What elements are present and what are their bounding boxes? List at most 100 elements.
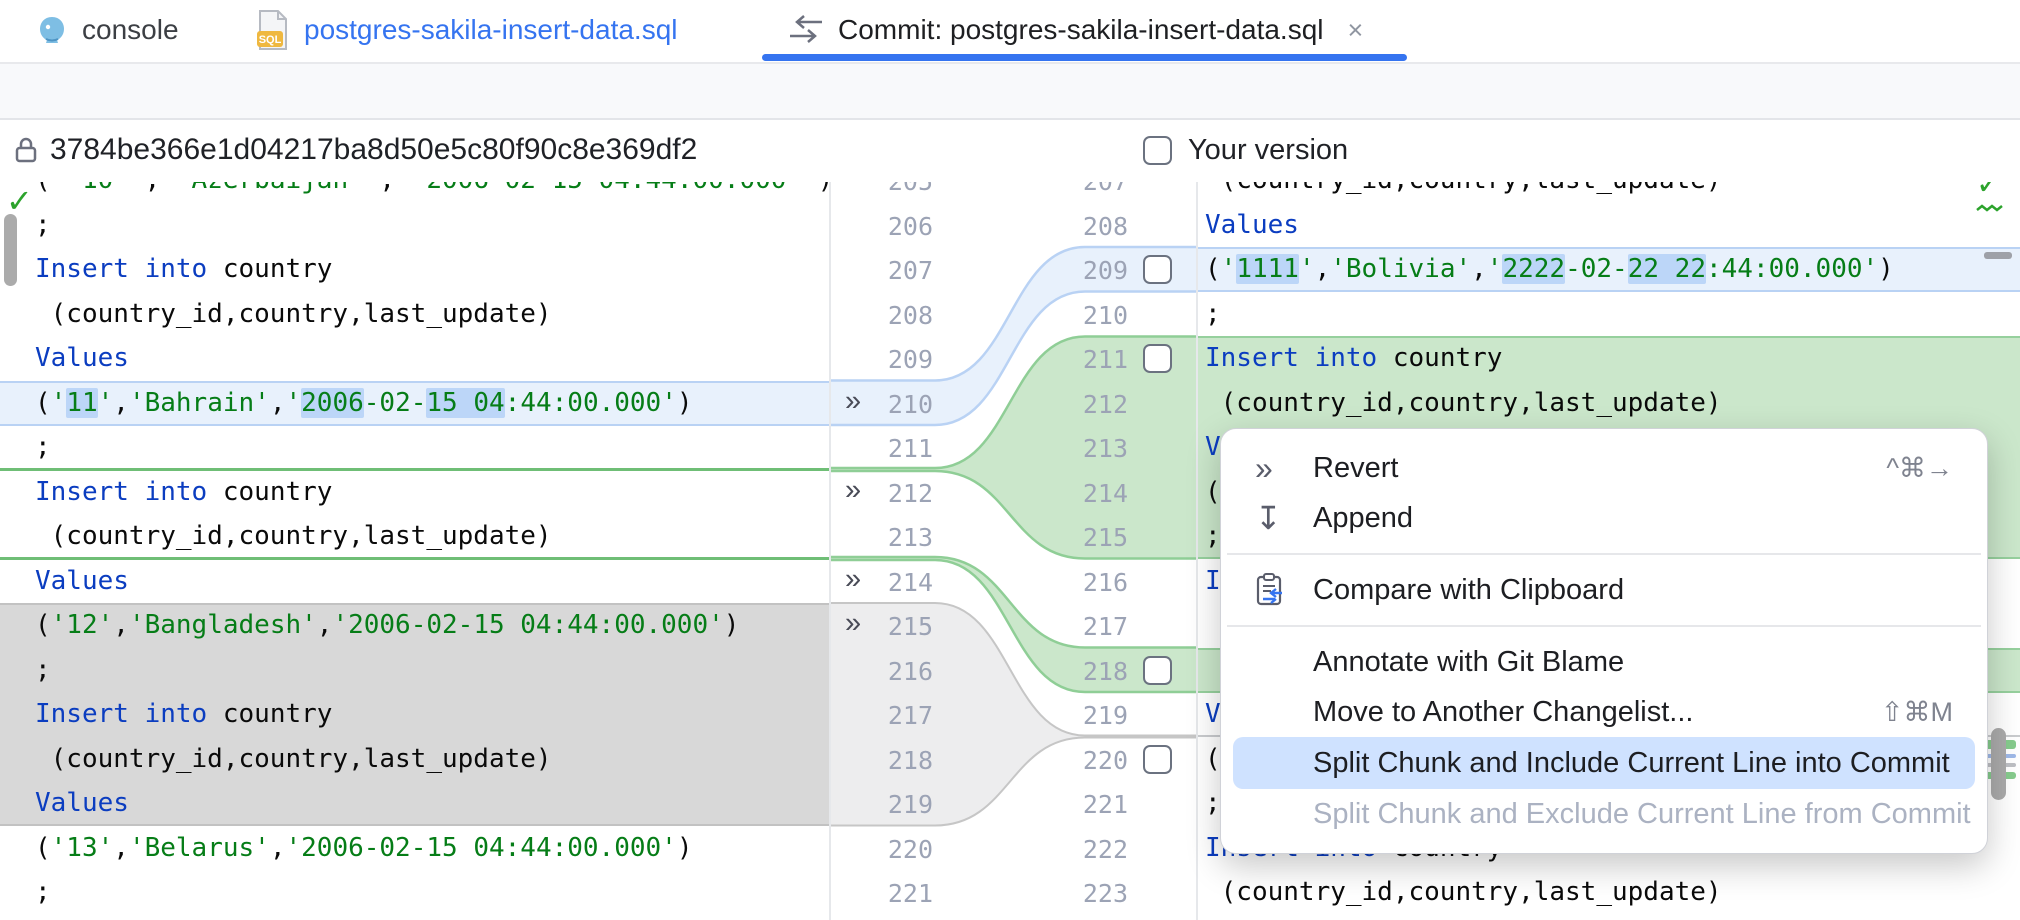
line-number: 208: [1082, 211, 1128, 241]
your-version-checkbox[interactable]: [1143, 135, 1172, 165]
split-chunk-marker-icon[interactable]: »: [845, 473, 861, 506]
line-number: 214: [1082, 478, 1128, 508]
sql-file-icon: SQL: [257, 10, 287, 50]
code-line[interactable]: Values: [35, 343, 129, 373]
line-number: 211: [887, 434, 933, 463]
include-chunk-checkbox[interactable]: [1143, 344, 1172, 373]
code-line[interactable]: ;: [35, 877, 51, 907]
code-line[interactable]: Insert into country: [0, 692, 830, 737]
include-chunk-checkbox[interactable]: [1143, 255, 1172, 284]
line-number: 216: [1082, 567, 1128, 597]
code-line[interactable]: ;: [1205, 298, 1221, 329]
line-number: 221: [887, 879, 933, 908]
code-line[interactable]: (country_id,country,last_update): [0, 736, 830, 782]
your-version-label: Your version: [1188, 133, 1349, 166]
diff-header-row: 3784be366e1d04217ba8d50e5c80f90c8e369df2…: [0, 118, 2020, 182]
code-line[interactable]: Values: [1205, 209, 1299, 240]
code-line[interactable]: ('12','Bangladesh','2006-02-15 04:44:00.…: [0, 603, 830, 648]
active-tab-underline: [762, 54, 1407, 61]
line-number: 207: [887, 256, 933, 285]
code-line[interactable]: Insert into country: [35, 254, 333, 284]
line-number: 206: [887, 211, 933, 241]
split-chunk-marker-icon[interactable]: »: [845, 562, 861, 595]
approved-check-icon: ✓: [6, 183, 33, 219]
menu-item-label: Revert: [1313, 451, 1399, 484]
svg-text:SQL: SQL: [259, 34, 282, 46]
diff-icon: [790, 15, 822, 43]
code-line[interactable]: Values: [35, 565, 129, 596]
line-number: 215: [1082, 523, 1128, 552]
line-number: 216: [887, 656, 933, 686]
menu-item-label: Move to Another Changelist...: [1313, 695, 1694, 728]
line-number: 223: [1082, 879, 1128, 908]
left-line-numbers: 2052062072082092102112122132142152162172…: [838, 0, 933, 920]
tab-console[interactable]: console: [36, 0, 179, 60]
line-number: 213: [887, 523, 933, 552]
menu-item-revert[interactable]: »Revert^⌘→: [1233, 443, 1975, 493]
postgres-icon: [40, 17, 64, 43]
insertion-point-line: [0, 557, 830, 560]
menu-item-split-chunk-and-exclude-current-line-from-commit: Split Chunk and Exclude Current Line fro…: [1233, 789, 1975, 839]
split-chunk-marker-icon[interactable]: »: [845, 607, 861, 639]
line-number: 210: [887, 389, 933, 419]
code-line[interactable]: (country_id,country,last_update): [35, 521, 552, 551]
menu-item-shortcut: ^⌘→: [1886, 452, 1953, 483]
line-number: 218: [887, 745, 933, 775]
menu-item-split-chunk-and-include-current-line-into-commit[interactable]: Split Chunk and Include Current Line int…: [1233, 737, 1975, 789]
menu-item-annotate-with-git-blame[interactable]: Annotate with Git Blame: [1233, 637, 1975, 687]
clipboard-compare-icon: [1233, 573, 1313, 607]
code-line[interactable]: ;: [0, 647, 830, 693]
line-number: 219: [1082, 701, 1128, 730]
code-line[interactable]: ;: [35, 432, 51, 462]
line-number: 219: [887, 790, 933, 819]
menu-separator: [1227, 625, 1981, 627]
include-chunk-checkbox[interactable]: [1143, 655, 1172, 685]
tab-label: postgres-sakila-insert-data.sql: [304, 14, 678, 45]
line-number: 221: [1082, 790, 1128, 819]
code-line[interactable]: ('1111','Bolivia','2222-02-22 22:44:00.0…: [1197, 247, 2020, 292]
lock-icon: [15, 137, 37, 163]
right-scrollbar-thumb[interactable]: [1991, 728, 2006, 800]
line-number: 218: [1082, 656, 1128, 686]
tab-label: console: [82, 14, 179, 45]
line-number: 213: [1082, 434, 1128, 463]
code-line[interactable]: Insert into country: [35, 476, 333, 507]
code-line[interactable]: Insert into country: [1197, 336, 2020, 381]
line-number: 222: [1082, 834, 1128, 864]
code-line[interactable]: (country_id,country,last_update): [1197, 380, 2020, 426]
code-line[interactable]: ('13','Belarus','2006-02-15 04:44:00.000…: [35, 832, 693, 863]
line-number: 215: [887, 612, 933, 641]
tab-commit-diff[interactable]: Commit: postgres-sakila-insert-data.sql …: [788, 0, 1363, 60]
code-line[interactable]: ;: [35, 209, 51, 240]
line-number: 217: [1082, 612, 1128, 641]
menu-item-label: Split Chunk and Exclude Current Line fro…: [1313, 797, 1971, 830]
line-number: 220: [887, 834, 933, 864]
menu-item-shortcut: ⇧⌘M: [1880, 696, 1953, 727]
menu-item-move-to-another-changelist[interactable]: Move to Another Changelist... ⇧⌘M: [1233, 687, 1975, 737]
left-scrollbar-thumb[interactable]: [4, 214, 17, 286]
line-number: 209: [887, 345, 933, 374]
menu-item-label: Annotate with Git Blame: [1313, 645, 1625, 678]
right-gutter-checkboxes: [1143, 0, 1175, 920]
line-number: 212: [887, 478, 933, 508]
tab-label: Commit: postgres-sakila-insert-data.sql: [838, 14, 1324, 45]
menu-separator: [1227, 553, 1981, 555]
code-line[interactable]: Values: [0, 781, 830, 826]
right-line-numbers: 2072082092102112122132142152162172182192…: [1040, 0, 1128, 920]
include-chunk-checkbox[interactable]: [1143, 744, 1172, 774]
code-line[interactable]: (: [1205, 743, 1221, 774]
tab-sql-file[interactable]: SQL postgres-sakila-insert-data.sql: [256, 0, 678, 60]
menu-item-label: Compare with Clipboard: [1313, 573, 1625, 606]
split-chunk-marker-icon[interactable]: »: [845, 384, 861, 417]
diff-toolbar: [0, 62, 2020, 120]
menu-item-compare-with-clipboard[interactable]: Compare with Clipboard: [1233, 565, 1975, 615]
close-icon[interactable]: ×: [1347, 14, 1364, 45]
code-line[interactable]: ('11','Bahrain','2006-02-15 04:44:00.000…: [0, 380, 830, 426]
code-line[interactable]: (country_id,country,last_update): [35, 298, 552, 329]
code-line[interactable]: (country_id,country,last_update): [1205, 877, 1722, 907]
code-line[interactable]: ;: [1205, 788, 1221, 818]
line-number: 212: [1082, 389, 1128, 419]
menu-item-append[interactable]: ↧Append: [1233, 493, 1975, 543]
